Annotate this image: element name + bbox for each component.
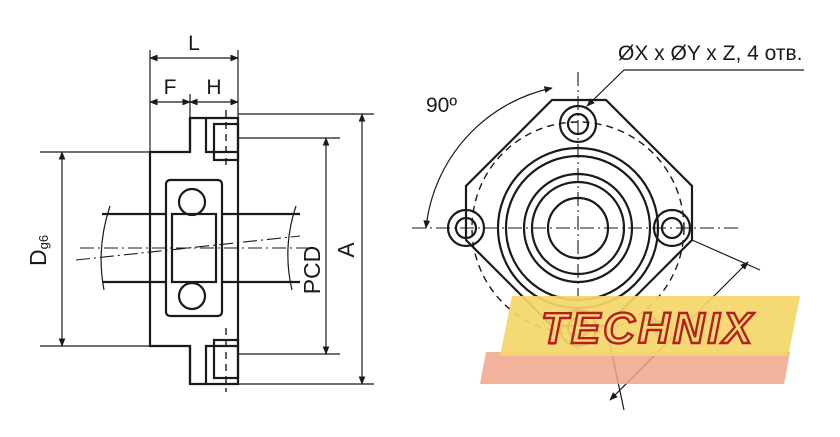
side-view: L F H Dg6 PCD A xyxy=(25,32,374,392)
mount-hole-top xyxy=(558,104,598,144)
dim-label-D: Dg6 xyxy=(25,235,51,266)
watermark-text: TECHNIX xyxy=(541,304,755,353)
dim-label-L: L xyxy=(188,32,200,55)
front-view: ØX x ØY x Z, 4 отв. 90º B xyxy=(412,42,804,411)
dim-label-F: F xyxy=(164,76,177,99)
flange-step-top xyxy=(188,118,238,154)
technix-watermark-logo: TECHNIX xyxy=(480,296,800,384)
shaft xyxy=(102,212,300,284)
dim-label-H: H xyxy=(206,76,221,99)
dim-label-A: A xyxy=(333,242,359,258)
watermark-band xyxy=(480,352,790,384)
bearing-ball-bottom xyxy=(177,281,207,311)
flange-step-bottom xyxy=(188,344,238,384)
shaft-break-right xyxy=(287,205,297,291)
housing-outline xyxy=(148,116,240,386)
watermark-plate xyxy=(500,296,800,356)
hole-spec-leader xyxy=(586,69,804,107)
pcd-circle xyxy=(471,121,685,335)
angle-label: 90º xyxy=(426,94,457,117)
side-axis-slant xyxy=(75,235,301,261)
hole-spec-label: ØX x ØY x Z, 4 отв. xyxy=(618,42,802,65)
bearing-ball-top xyxy=(177,187,207,217)
angle-arc xyxy=(423,86,553,229)
mount-hole-right xyxy=(652,208,692,248)
dim-label-PCD: PCD xyxy=(299,246,325,295)
shaft-break-left xyxy=(100,205,111,291)
